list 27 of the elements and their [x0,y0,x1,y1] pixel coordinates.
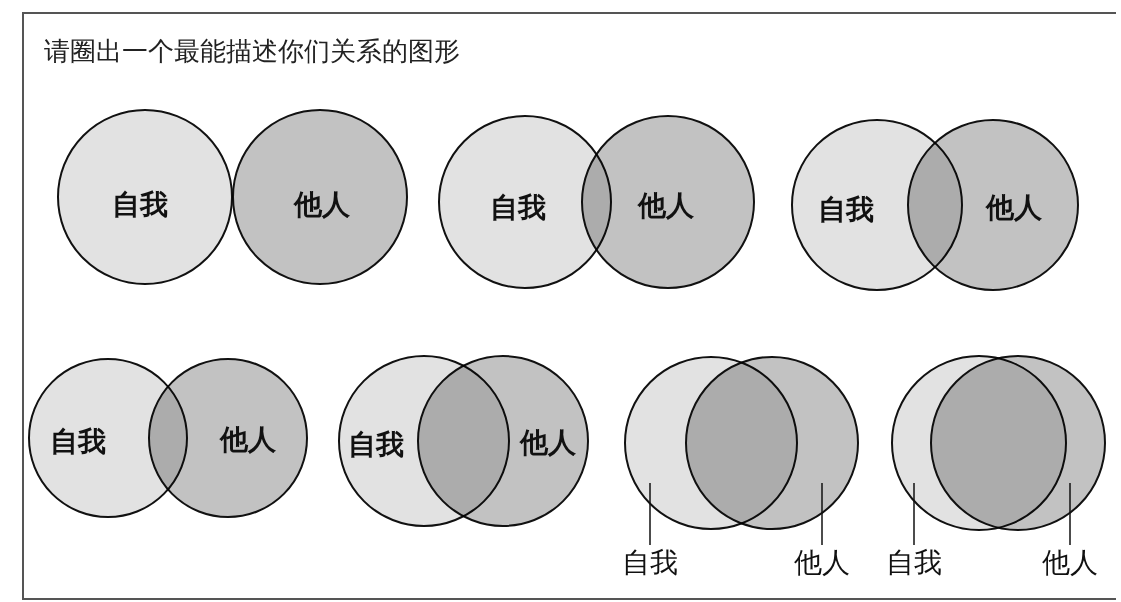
circle-label: 自我 [348,429,404,461]
circle-label: 他人 [294,189,350,221]
circle-label: 自我 [50,426,106,458]
venn-circle [57,109,233,285]
venn-circle [685,356,859,530]
circle-label: 他人 [986,192,1042,224]
circle-label: 他人 [638,190,694,222]
circle-label: 自我 [622,547,678,579]
venn-circle [232,109,408,285]
title: 请圈出一个最能描述你们关系的图形 [44,35,460,68]
venn-circle [907,119,1079,291]
leader-line [913,482,915,546]
leader-line [649,482,651,546]
circle-label: 自我 [490,192,546,224]
circle-label: 他人 [794,547,850,579]
circle-label: 他人 [1042,547,1098,579]
leader-line [821,482,823,546]
circle-label: 自我 [886,547,942,579]
venn-circle [930,355,1106,531]
venn-circle [148,358,308,518]
venn-circle [417,355,589,527]
circle-label: 自我 [818,194,874,226]
circle-label: 自我 [112,189,168,221]
venn-circle [581,115,755,289]
circle-label: 他人 [220,424,276,456]
leader-line [1069,482,1071,546]
circle-label: 他人 [520,427,576,459]
